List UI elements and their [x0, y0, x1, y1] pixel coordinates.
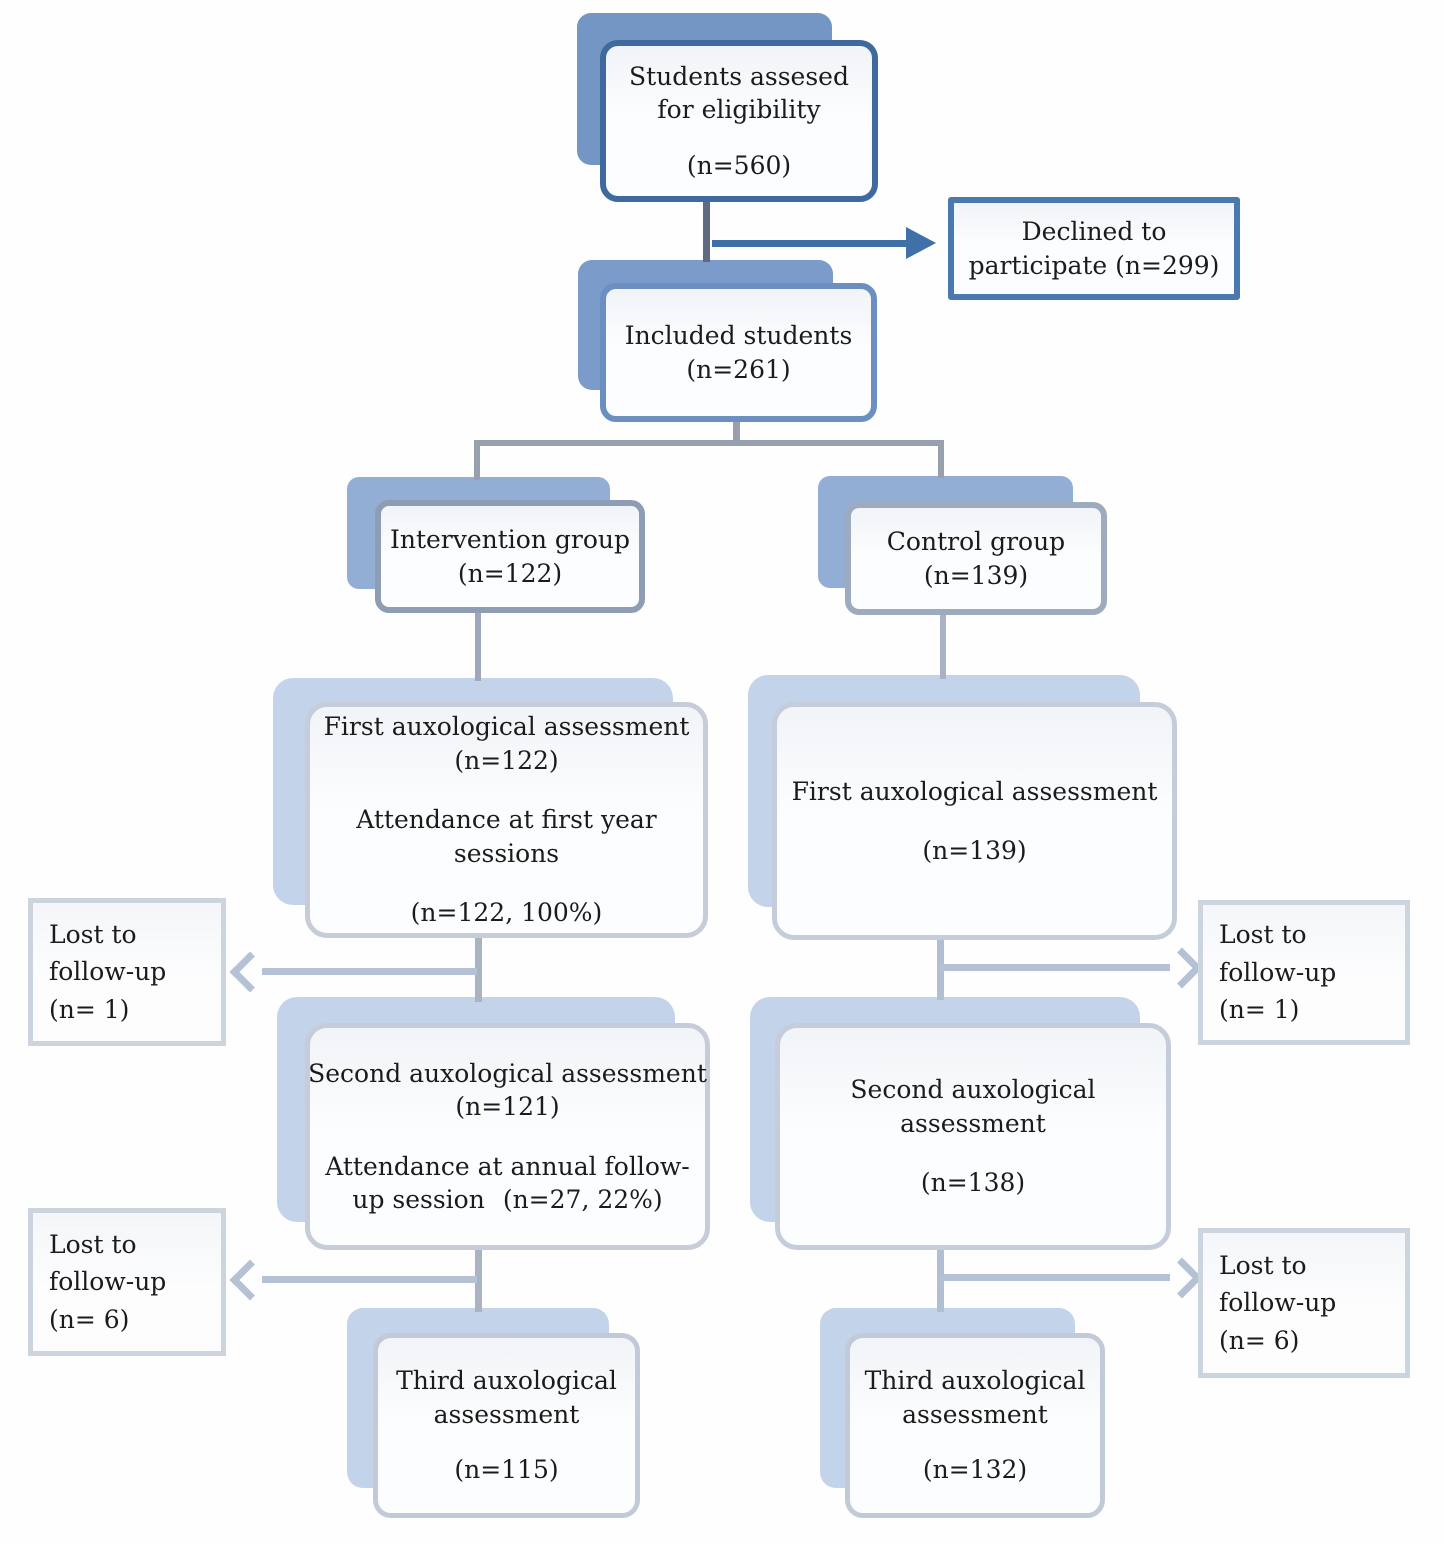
- lost-count: (n= 1): [49, 994, 130, 1024]
- arrow-lost-intervention-1: [262, 968, 477, 975]
- node-second-assessment-control: Second auxological assessment (n=138): [775, 1023, 1171, 1250]
- lost-line-2: follow-up: [49, 1267, 167, 1297]
- node-title: First auxological assessment: [791, 776, 1158, 806]
- arrow-lost-control-1: [940, 964, 1170, 971]
- connector-included-stem: [733, 420, 740, 445]
- lost-count: (n= 6): [1219, 1325, 1300, 1355]
- node-title: Second auxological assessment: [850, 1075, 1096, 1138]
- connector-split-horizontal: [474, 440, 944, 446]
- node-lost-followup-control-1: Lost to follow-up (n= 1): [1198, 900, 1410, 1045]
- node-note-line: Attendance at annual follow-up session(n…: [317, 1150, 699, 1217]
- connector-second-to-third-intervention: [475, 1248, 482, 1312]
- lost-line-1: Lost to: [1219, 1250, 1307, 1280]
- arrow-lost-control-2: [940, 1274, 1170, 1281]
- node-count: (n=138): [920, 1168, 1026, 1198]
- arrow-declined-head-icon: [906, 227, 936, 259]
- lost-line-1: Lost to: [49, 1229, 137, 1259]
- node-note: Attendance at first year sessions: [356, 805, 657, 868]
- node-declined-to-participate: Declined to participate (n=299): [948, 197, 1240, 300]
- lost-line-1: Lost to: [49, 919, 137, 949]
- lost-line-1: Lost to: [1219, 920, 1307, 950]
- node-note-count: (n=27, 22%): [502, 1185, 663, 1214]
- node-title-line: First auxological assessment(n=122): [324, 710, 690, 777]
- node-count: (n=139): [923, 560, 1029, 590]
- connector-control-to-first: [940, 613, 946, 679]
- node-control-group: Control group (n=139): [845, 502, 1107, 615]
- connector-first-to-second-intervention: [475, 936, 482, 1002]
- lost-line-2: follow-up: [49, 957, 167, 987]
- node-count: (n=122): [457, 558, 563, 588]
- node-third-assessment-control: Third auxological assessment (n=132): [845, 1333, 1105, 1518]
- node-count: (n=132): [922, 1455, 1028, 1485]
- connector-intervention-to-first: [475, 611, 481, 681]
- node-first-assessment-intervention: First auxological assessment(n=122) Atte…: [305, 702, 708, 938]
- node-title: Third auxological assessment: [396, 1366, 617, 1429]
- node-note-count: (n=122, 100%): [410, 898, 603, 928]
- node-count: (n=560): [686, 150, 792, 180]
- node-count: (n=121): [455, 1092, 560, 1121]
- node-count: (n=122): [454, 745, 559, 775]
- connector-split-to-control: [938, 440, 944, 478]
- node-first-assessment-control: First auxological assessment (n=139): [772, 702, 1177, 940]
- connector-students-to-included: [703, 200, 710, 262]
- node-title: Third auxological assessment: [864, 1366, 1086, 1429]
- node-lost-followup-control-2: Lost to follow-up (n= 6): [1198, 1228, 1410, 1378]
- connector-split-to-intervention: [474, 440, 480, 480]
- lost-line-2: follow-up: [1219, 957, 1337, 987]
- node-title: Second auxological assessment: [308, 1058, 707, 1088]
- node-intervention-group: Intervention group (n=122): [375, 500, 645, 613]
- node-title: Students assesed for eligibility: [629, 61, 849, 125]
- node-count: (n=115): [454, 1455, 559, 1485]
- node-title-line: Second auxological assessment (n=121): [308, 1057, 707, 1124]
- node-lost-followup-intervention-1: Lost to follow-up (n= 1): [28, 898, 226, 1046]
- node-count: (n=139): [922, 836, 1027, 865]
- node-title: First auxological assessment: [323, 712, 690, 742]
- node-title: Included students: [624, 321, 853, 350]
- node-lost-followup-intervention-2: Lost to follow-up (n= 6): [28, 1208, 226, 1356]
- arrow-lost-intervention-2: [262, 1276, 477, 1283]
- lost-count: (n= 1): [1219, 995, 1300, 1025]
- node-third-assessment-intervention: Third auxological assessment (n=115): [373, 1333, 640, 1518]
- lost-count: (n= 6): [49, 1304, 130, 1334]
- node-included-students: Included students (n=261): [600, 283, 877, 422]
- lost-line-2: follow-up: [1219, 1288, 1337, 1318]
- node-note: Attendance at annual follow-up session: [325, 1151, 690, 1215]
- node-title: Intervention group: [389, 525, 631, 554]
- node-title: Declined to participate (n=299): [968, 217, 1220, 280]
- node-students-assessed: Students assesed for eligibility (n=560): [600, 40, 878, 202]
- node-count: (n=261): [686, 354, 791, 384]
- node-second-assessment-intervention: Second auxological assessment (n=121) Att…: [305, 1023, 710, 1250]
- node-title: Control group: [886, 527, 1066, 556]
- arrow-declined: [712, 240, 908, 247]
